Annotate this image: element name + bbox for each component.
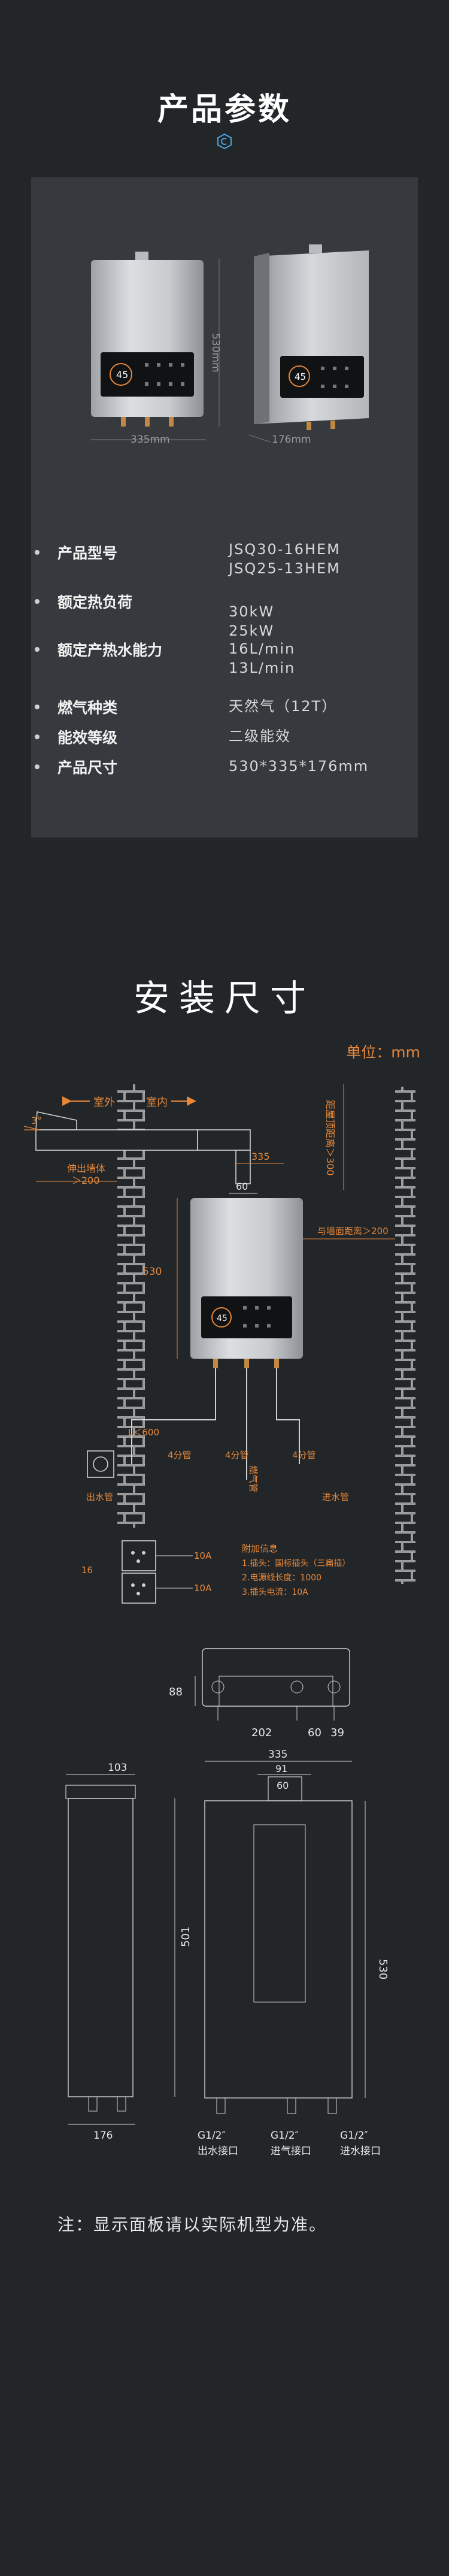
spec-label: 产品型号 bbox=[57, 545, 118, 562]
indoor-label: 室内 bbox=[146, 1096, 168, 1109]
spec-value: 25kW bbox=[229, 622, 275, 639]
socket-dim: 16 bbox=[81, 1565, 93, 1576]
dim-width-label: 335mm bbox=[131, 434, 170, 446]
section-title-params: 产品参数 bbox=[157, 92, 292, 128]
port-g2: G1/2″ bbox=[271, 2130, 299, 2142]
front-dim-91: 91 bbox=[275, 1763, 287, 1774]
display-temp: 45 bbox=[116, 369, 128, 380]
heater-front-image: 45 bbox=[91, 252, 204, 427]
bullet-icon bbox=[35, 599, 40, 604]
display-temp-side: 45 bbox=[295, 371, 306, 382]
pipe-right-label: 4分管 bbox=[292, 1450, 316, 1461]
spec-label: 额定热负荷 bbox=[57, 594, 133, 611]
section-title-install: 安装尺寸 bbox=[134, 978, 315, 1020]
top-dim-202: 202 bbox=[251, 1727, 272, 1739]
port-g1: G1/2″ bbox=[198, 2130, 226, 2142]
port-gas: 进气接口 bbox=[271, 2145, 311, 2157]
inlet-pipe-label: 进水管 bbox=[322, 1492, 349, 1502]
spec-value: 530*335*176mm bbox=[229, 758, 369, 775]
top-dim-39: 39 bbox=[330, 1727, 344, 1739]
outlet-valve-icon bbox=[87, 1450, 114, 1478]
slope-label: 3° bbox=[31, 1115, 42, 1126]
spec-value: JSQ25-13HEM bbox=[229, 560, 341, 577]
spec-value: 天然气（12T） bbox=[229, 698, 338, 715]
front-dim-335: 335 bbox=[268, 1749, 287, 1761]
dim-335: 335 bbox=[251, 1151, 270, 1162]
extend-wall-label: 伸出墙体 bbox=[67, 1163, 105, 1174]
spec-label: 产品尺寸 bbox=[57, 759, 118, 776]
hexagon-logo-icon bbox=[217, 133, 232, 150]
spec-value: JSQ30-16HEM bbox=[229, 541, 341, 558]
dim-depth-label: 176mm bbox=[272, 434, 311, 446]
bullet-icon bbox=[35, 647, 40, 652]
top-view-drawing bbox=[202, 1648, 350, 1721]
side-dim-103: 103 bbox=[108, 1762, 127, 1774]
spec-value: 二级能效 bbox=[229, 728, 291, 745]
bullet-icon bbox=[35, 734, 40, 739]
spec-label: 能效等级 bbox=[57, 729, 118, 746]
gas-pipe-label: 燃气管 bbox=[248, 1465, 259, 1492]
ceiling-distance-label: 距屋顶距离＞300 bbox=[324, 1100, 336, 1176]
top-dim-60: 60 bbox=[308, 1727, 321, 1739]
pipe-mid-label: 4分管 bbox=[168, 1450, 192, 1461]
install-heater-image: 45 bbox=[190, 1198, 303, 1368]
side-depth-dimension bbox=[248, 434, 271, 443]
side-dim-501: 501 bbox=[180, 1927, 192, 1947]
footnote: 注：显示面板请以实际机型为准。 bbox=[57, 2215, 327, 2235]
install-heater-temp: 45 bbox=[217, 1314, 227, 1323]
dim-530-install: 530 bbox=[142, 1266, 162, 1278]
bullet-icon bbox=[35, 705, 40, 709]
outlet-pipe-label: 出水管 bbox=[86, 1492, 113, 1502]
socket-amp-2: 10A bbox=[194, 1583, 212, 1594]
unit-label: 单位：mm bbox=[346, 1044, 420, 1061]
outdoor-label: 室外 bbox=[93, 1096, 115, 1109]
spec-value: 16L/min bbox=[229, 640, 296, 657]
front-height-dimension bbox=[219, 259, 220, 427]
dim-60: 60 bbox=[236, 1181, 248, 1192]
front-view-drawing bbox=[204, 1776, 353, 2114]
info-title: 附加信息 bbox=[242, 1543, 278, 1554]
front-dim-530: 530 bbox=[377, 1959, 389, 1979]
heater-side-image: 45 bbox=[254, 244, 369, 430]
pipe-left-label: 4分管 bbox=[225, 1450, 249, 1461]
top-dim-88: 88 bbox=[169, 1686, 183, 1698]
side-wall-distance-label: 与墙面距离＞200 bbox=[317, 1226, 389, 1236]
socket-icon bbox=[122, 1540, 156, 1604]
side-dim-176: 176 bbox=[93, 2130, 113, 2142]
port-g3: G1/2″ bbox=[340, 2130, 368, 2142]
front-width-dimension bbox=[91, 439, 206, 440]
spec-label: 燃气种类 bbox=[57, 699, 118, 716]
extend-wall-value: ＞200 bbox=[72, 1175, 100, 1186]
spec-label: 额定产热水能力 bbox=[57, 642, 163, 659]
installation-diagram: 室外 室内 3° 伸出墙体 ＞200 距屋顶距离＞300 335 60 45 与… bbox=[23, 1084, 415, 2157]
bullet-icon bbox=[35, 550, 40, 555]
spec-value: 13L/min bbox=[229, 660, 296, 676]
info-1: 1.插头：国标插头（三扁插） bbox=[242, 1559, 350, 1568]
dim-height-label: 530mm bbox=[210, 333, 222, 373]
bullet-icon bbox=[35, 764, 40, 769]
side-view-drawing bbox=[65, 1785, 136, 2112]
right-wall bbox=[395, 1087, 415, 1584]
front-dim-60: 60 bbox=[277, 1780, 289, 1791]
l600-label: L＜600 bbox=[128, 1427, 159, 1438]
socket-amp-1: 10A bbox=[194, 1550, 212, 1561]
info-3: 3.插头电流：10A bbox=[242, 1588, 308, 1597]
params-panel: 45 335mm 530mm 45 176mm bbox=[31, 177, 418, 837]
port-outlet: 出水接口 bbox=[198, 2145, 238, 2157]
info-2: 2.电源线长度：1000 bbox=[242, 1573, 321, 1583]
port-inlet: 进水接口 bbox=[340, 2145, 381, 2157]
spec-value: 30kW bbox=[229, 603, 275, 620]
